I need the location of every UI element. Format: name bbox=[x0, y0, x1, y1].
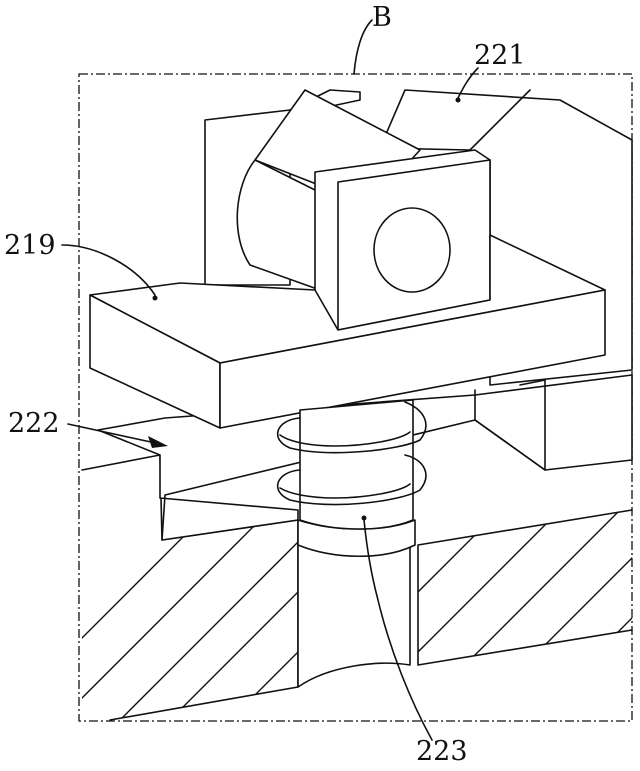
callout-dot-219 bbox=[152, 295, 158, 301]
callout-label-219: 219 bbox=[4, 230, 56, 261]
platform-side bbox=[219, 289, 606, 429]
detail-leader bbox=[353, 19, 373, 75]
shaft-lower bbox=[297, 539, 411, 688]
callout-label-222: 222 bbox=[8, 408, 60, 439]
base-right-outline bbox=[417, 509, 633, 666]
channel-right-wall bbox=[474, 379, 546, 471]
callout-leader-221 bbox=[457, 67, 479, 99]
pin-hole bbox=[373, 207, 451, 293]
callout-label-223: 223 bbox=[416, 736, 468, 767]
callout-label-221: 221 bbox=[474, 40, 526, 71]
detail-label-B: B bbox=[372, 2, 392, 33]
back-plate-edge bbox=[469, 89, 531, 151]
detail-boundary bbox=[78, 73, 633, 722]
callout-dot-223 bbox=[361, 515, 367, 521]
compression-spring bbox=[276, 401, 427, 506]
callout-arrow-222 bbox=[148, 436, 168, 448]
base-left-outline bbox=[81, 454, 299, 721]
callout-leader-223 bbox=[363, 519, 433, 741]
callout-leader-222 bbox=[67, 423, 161, 445]
callout-dot-221 bbox=[455, 97, 461, 103]
callout-leader-219 bbox=[61, 244, 156, 296]
shaft-upper bbox=[299, 399, 414, 530]
